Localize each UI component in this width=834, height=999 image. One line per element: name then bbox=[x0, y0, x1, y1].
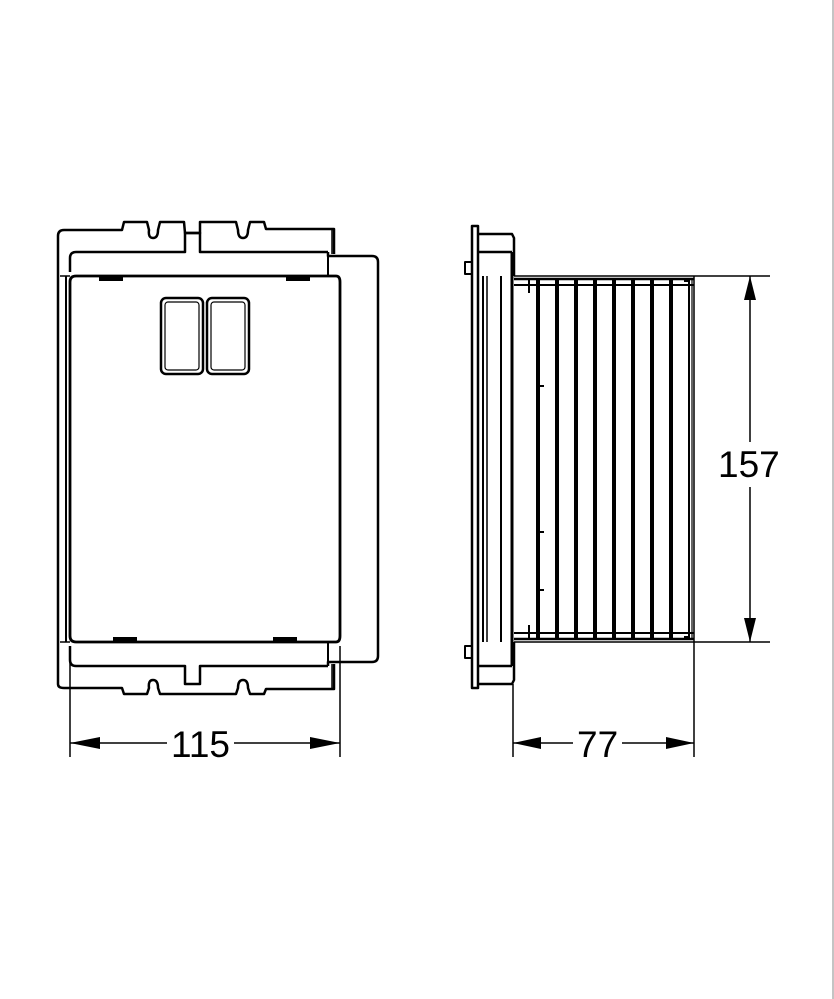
page-border bbox=[832, 0, 834, 999]
depth-dimension-label: 77 bbox=[573, 726, 623, 763]
height-dimension-label: 157 bbox=[716, 442, 782, 487]
side-view bbox=[464, 224, 770, 757]
front-view bbox=[56, 220, 380, 696]
width-dimension-label: 115 bbox=[167, 726, 234, 763]
push-buttons bbox=[159, 296, 251, 376]
ribs bbox=[536, 279, 673, 639]
